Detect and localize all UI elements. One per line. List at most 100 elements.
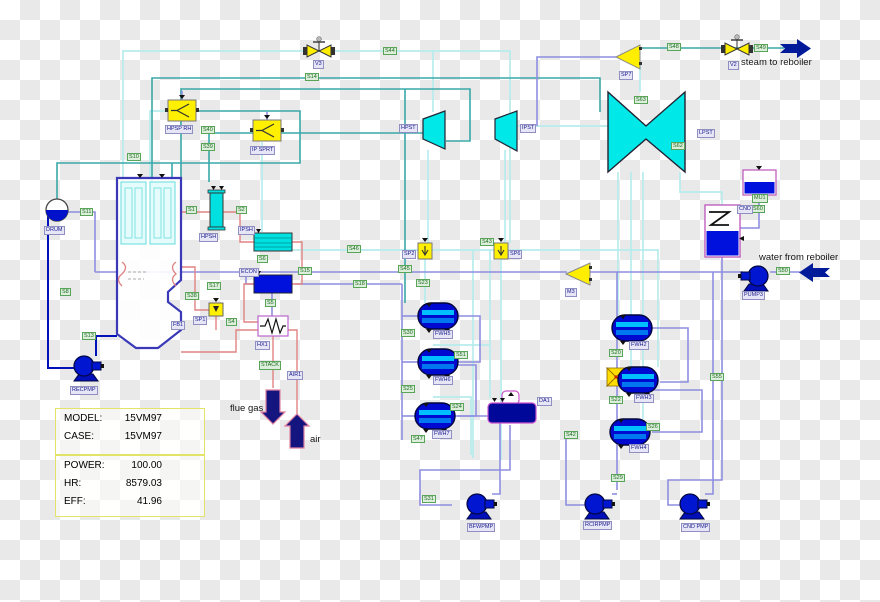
equipment-label-FWH5: FWH5 bbox=[433, 330, 453, 339]
equipment-label-SP2: SP2 bbox=[402, 250, 417, 259]
stream-label-S45: S45 bbox=[398, 265, 412, 273]
info-value: 15VM97 bbox=[124, 431, 162, 442]
ipsh-exchanger bbox=[253, 229, 293, 252]
equipment-label-IPSPRT: IP SPRT bbox=[250, 146, 276, 155]
equipment-label-M3: M3 bbox=[565, 288, 577, 297]
info-row: EFF: 41.96 bbox=[56, 492, 204, 510]
stream-label-S5: S5 bbox=[265, 299, 276, 307]
stream-label-S38: S38 bbox=[185, 292, 199, 300]
pipe bbox=[181, 266, 209, 311]
equipment-label-DA1: DA1 bbox=[537, 397, 552, 406]
stream-label-S6: S6 bbox=[257, 255, 268, 263]
flue-gas-arrow bbox=[259, 389, 287, 425]
ip-spray-attemperator bbox=[250, 115, 284, 142]
bfw-pump bbox=[466, 493, 498, 520]
stream-label-S11: S11 bbox=[80, 208, 94, 216]
stream-label-S29: S29 bbox=[611, 474, 625, 482]
pipe bbox=[95, 335, 117, 356]
steam-drum bbox=[45, 198, 69, 222]
pipe bbox=[288, 329, 298, 414]
equipment-label-DRUM: DRUM bbox=[44, 226, 65, 235]
info-label: EFF: bbox=[64, 496, 86, 507]
pipe bbox=[458, 415, 501, 495]
valve-v2 bbox=[721, 34, 753, 56]
stream-label-S55: S55 bbox=[710, 373, 724, 381]
equipment-label-RECPMP: RECPMP bbox=[70, 386, 98, 395]
pipe bbox=[181, 329, 258, 353]
equipment-label-FWH4: FWH4 bbox=[629, 444, 649, 453]
annotation-steam-to-reboiler: steam to reboiler bbox=[741, 57, 812, 68]
stream-label-S20: S20 bbox=[609, 349, 623, 357]
lp-turbine bbox=[607, 90, 686, 174]
info-label: HR: bbox=[64, 478, 82, 489]
pipe bbox=[458, 315, 481, 363]
info-value: 15VM97 bbox=[124, 413, 162, 424]
stream-label-S26: S26 bbox=[646, 423, 660, 431]
pipe bbox=[292, 249, 659, 367]
stream-label-S13: S13 bbox=[82, 332, 96, 340]
stream-label-S30: S30 bbox=[401, 329, 415, 337]
stream-label-S39: S39 bbox=[201, 143, 215, 151]
equipment-label-SP7: SP7 bbox=[619, 71, 634, 80]
pipe bbox=[648, 327, 689, 383]
stream-label-S49: S49 bbox=[754, 44, 768, 52]
annotation-water-from-reboiler: water from reboiler bbox=[759, 252, 839, 263]
info-label: POWER: bbox=[64, 460, 105, 471]
equipment-label-HPSPRH: HPSP RH bbox=[165, 125, 194, 134]
pipe bbox=[151, 77, 601, 182]
pipe bbox=[56, 110, 301, 199]
fwh6-heater bbox=[417, 348, 459, 380]
pipe bbox=[667, 257, 723, 506]
stream-label-S8: S8 bbox=[60, 288, 71, 296]
stream-label-S44: S44 bbox=[383, 47, 397, 55]
ip-turbine bbox=[494, 110, 518, 153]
annotation-air: air bbox=[310, 434, 321, 445]
info-row: POWER: 100.00 bbox=[56, 456, 204, 474]
info-label: CASE: bbox=[64, 431, 95, 442]
equipment-label-FWH7: FWH7 bbox=[432, 430, 452, 439]
equipment-label-FWH2: FWH2 bbox=[629, 341, 649, 350]
reboiler-water-pump bbox=[737, 265, 769, 292]
stream-label-S31: S31 bbox=[422, 495, 436, 503]
stream-label-S51: S51 bbox=[454, 351, 468, 359]
pipe bbox=[68, 211, 96, 272]
stream-label-S24: S24 bbox=[450, 403, 464, 411]
pipe bbox=[536, 56, 616, 126]
info-value: 41.96 bbox=[136, 496, 162, 507]
pipe bbox=[47, 215, 74, 369]
splitter-sp1 bbox=[208, 298, 224, 317]
stream-label-S4: S4 bbox=[226, 318, 237, 326]
equipment-label-BFWPMP: BFWPMP bbox=[467, 523, 496, 532]
info-value: 8579.03 bbox=[125, 478, 162, 489]
stream-label-S23: S23 bbox=[416, 279, 430, 287]
equipment-label-V3: V3 bbox=[313, 60, 324, 69]
equipment-label-HPST: HPST bbox=[399, 124, 418, 133]
pipe bbox=[419, 425, 511, 506]
info-row: MODEL: 15VM97 bbox=[56, 409, 204, 427]
pipe bbox=[650, 389, 703, 433]
equipment-label-STACK: STACK bbox=[259, 361, 281, 370]
mixer-m3 bbox=[564, 262, 592, 286]
stream-label-S50: S50 bbox=[776, 267, 790, 275]
fwh7-heater bbox=[414, 402, 456, 434]
equipment-label-CNDPMP: CND PMP bbox=[681, 523, 711, 532]
hp-spray-attemperator bbox=[165, 95, 199, 122]
stream-label-S22: S22 bbox=[609, 396, 623, 404]
hp-turbine bbox=[422, 110, 446, 150]
equipment-label-SP6: SP6 bbox=[508, 250, 523, 259]
equipment-label-FWH3: FWH3 bbox=[634, 394, 654, 403]
splitter-sp6 bbox=[493, 238, 509, 260]
pipe bbox=[149, 110, 168, 182]
fwh3-heater bbox=[617, 366, 659, 398]
stream-label-S47: S47 bbox=[411, 435, 425, 443]
stream-label-S17: S17 bbox=[207, 282, 221, 290]
splitter-sp7 bbox=[614, 44, 642, 70]
pipe bbox=[433, 396, 472, 455]
superheater-panel bbox=[149, 181, 176, 245]
info-label: MODEL: bbox=[64, 413, 103, 424]
info-row: HR: 8579.03 bbox=[56, 474, 204, 492]
equipment-label-HPSH: HPSH bbox=[199, 233, 219, 242]
performance-info-box: POWER: 100.00 HR: 8579.03 EFF: 41.96 bbox=[55, 455, 205, 517]
